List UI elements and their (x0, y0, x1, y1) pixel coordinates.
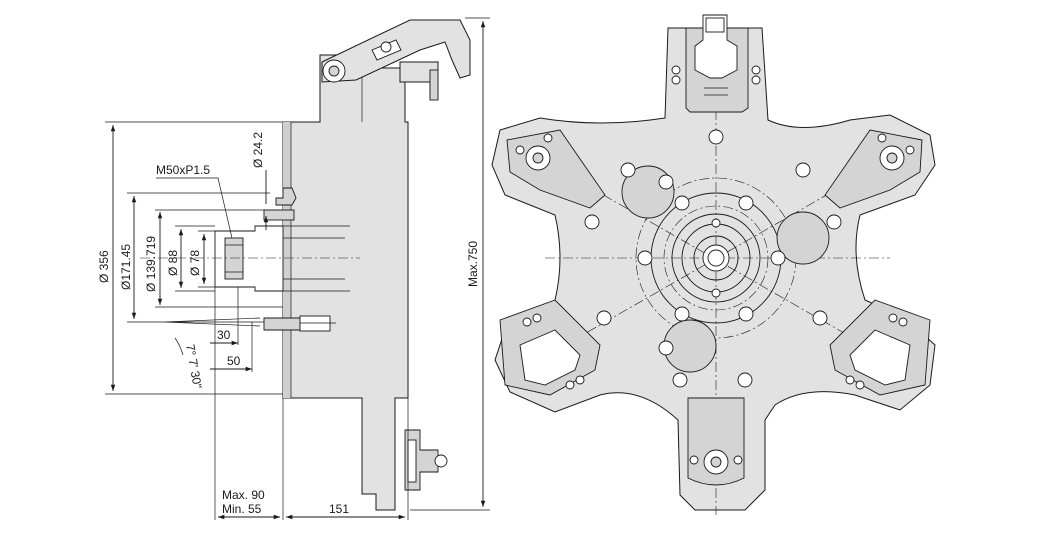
dia-171-label: Ø171.45 (119, 244, 133, 290)
min-55-label: Min. 55 (222, 502, 262, 516)
jaw-upper-left (506, 129, 606, 209)
dia-24-label: Ø 24.2 (251, 132, 265, 168)
chuck-body-side (282, 54, 409, 511)
jaw-bottom (687, 397, 745, 486)
taper-angle-label: 7° 7' 30" (183, 343, 205, 389)
dim-30-label: 30 (217, 328, 231, 342)
thread-label: M50xP1.5 (156, 163, 210, 177)
jaw-lower-right (829, 299, 931, 396)
front-view (491, 14, 936, 515)
max-750-label: Max.750 (466, 241, 480, 287)
max-90-label: Max. 90 (222, 488, 265, 502)
cam-right (776, 211, 830, 265)
dia-356-label: Ø 356 (97, 250, 111, 283)
dia-88-label: Ø 88 (166, 250, 180, 276)
dia-78-label: Ø 78 (188, 250, 202, 276)
dim-50-label: 50 (227, 354, 241, 368)
mounting-bolt-bottom (263, 317, 301, 331)
side-view: M50xP1.5 Ø 356 Ø171.45 Ø 139.719 Ø 88 Ø … (97, 17, 490, 520)
dia-139-label: Ø 139.719 (144, 236, 158, 292)
mounting-bolt-top (275, 187, 297, 206)
dim-151-label: 151 (329, 502, 349, 516)
jaw-upper-right (824, 129, 923, 209)
bolt-holes (584, 129, 842, 388)
jaw-lower-left (499, 299, 601, 396)
dimension-lines (105, 17, 490, 520)
